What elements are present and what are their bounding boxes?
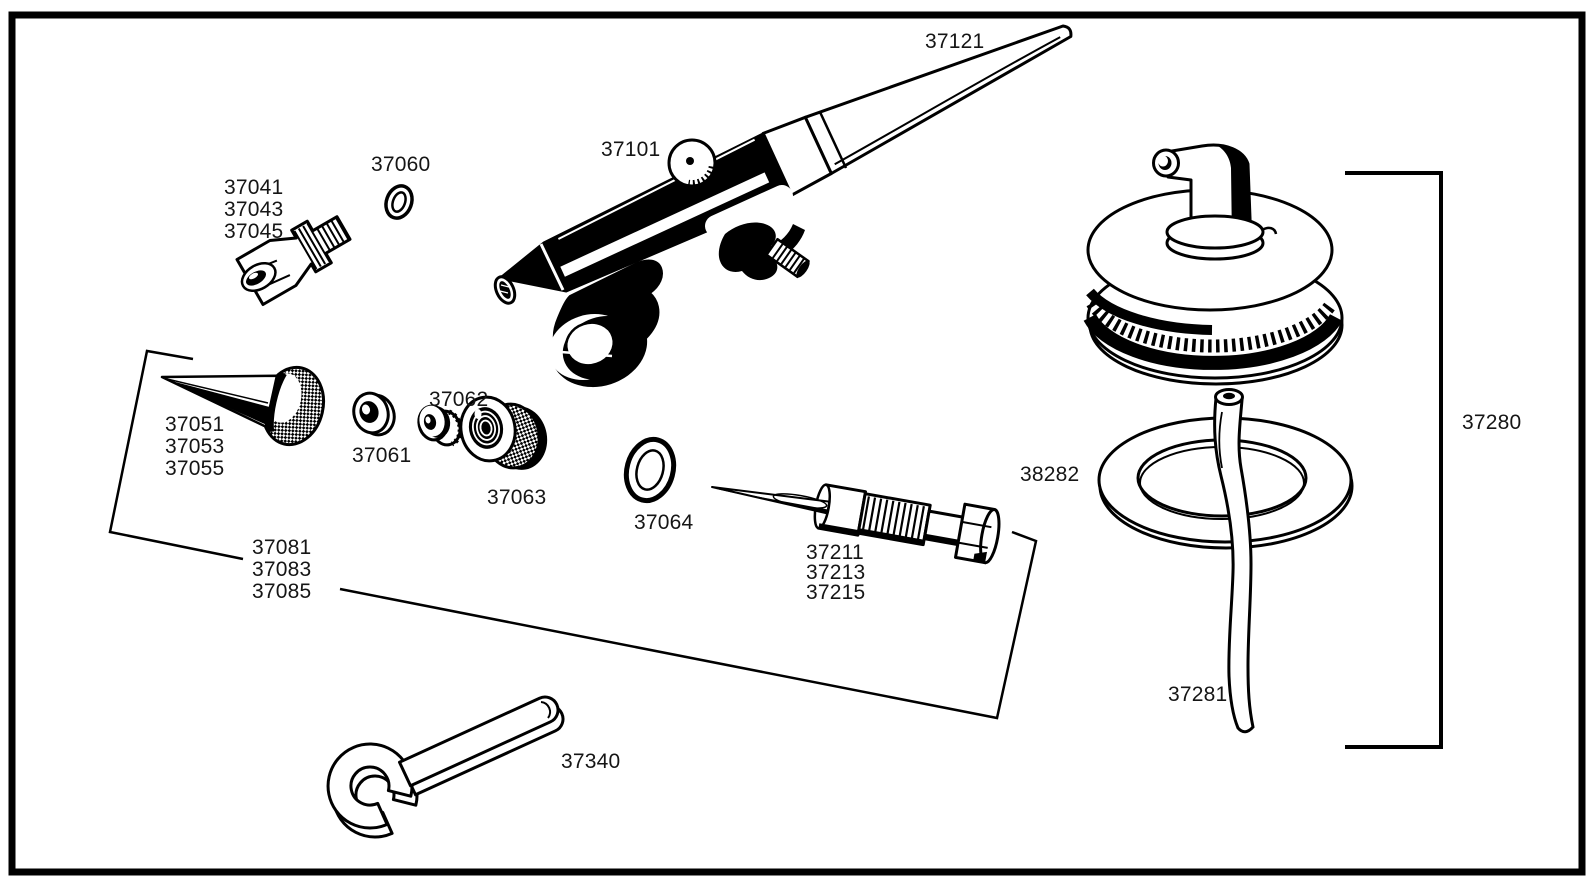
part-label-siphon-tube: 37281 xyxy=(1168,683,1228,706)
part-label-needle-3: 37215 xyxy=(806,581,866,604)
part-label-head-oring: 37060 xyxy=(371,153,431,176)
head-oring-drawing xyxy=(384,184,414,220)
wrench-drawing xyxy=(326,695,565,839)
spray-regulator-group-bracket xyxy=(108,349,244,561)
bottle-lid-drawing xyxy=(1083,143,1344,386)
bottle-assembly-bracket xyxy=(1345,171,1443,749)
part-label-air-cap-3: 37045 xyxy=(224,220,284,243)
part-label-small-nut: 37062 xyxy=(429,388,489,411)
part-label-knurled-nut: 37063 xyxy=(487,486,547,509)
needle-group-bracket xyxy=(339,530,1038,720)
knurled-nut-drawing xyxy=(459,395,548,470)
airbrush-body-drawing xyxy=(493,24,1073,388)
part-label-bottle-assembly: 37280 xyxy=(1462,411,1522,434)
tip-cone-drawing xyxy=(160,365,326,447)
part-label-wrench: 37340 xyxy=(561,750,621,773)
part-label-regulator-3: 37085 xyxy=(252,580,312,603)
part-label-handle: 37121 xyxy=(925,30,985,53)
part-label-needle-1: 37211 xyxy=(806,541,864,564)
part-label-air-cap-2: 37043 xyxy=(224,198,284,221)
part-label-regulator-1: 37081 xyxy=(252,536,312,559)
siphon-tube-drawing xyxy=(1213,388,1255,734)
mid-oring-drawing xyxy=(623,436,677,504)
part-label-needle-2: 37213 xyxy=(806,561,866,584)
page-border xyxy=(8,11,1586,876)
part-label-mid-oring: 37064 xyxy=(634,511,694,534)
part-label-tip-3: 37055 xyxy=(165,457,225,480)
part-label-regulator-2: 37083 xyxy=(252,558,312,581)
part-label-tip-1: 37051 xyxy=(165,413,225,436)
part-label-washer: 37061 xyxy=(352,444,412,467)
air-cap-drawing xyxy=(235,215,352,306)
needle-drawing xyxy=(711,483,1001,565)
part-label-air-cap-1: 37041 xyxy=(224,176,284,199)
part-label-body: 37101 xyxy=(601,138,661,161)
part-label-tip-2: 37053 xyxy=(165,435,225,458)
small-nut-drawing xyxy=(417,404,463,447)
part-label-gasket: 38282 xyxy=(1020,463,1080,486)
washer-drawing xyxy=(352,391,396,437)
